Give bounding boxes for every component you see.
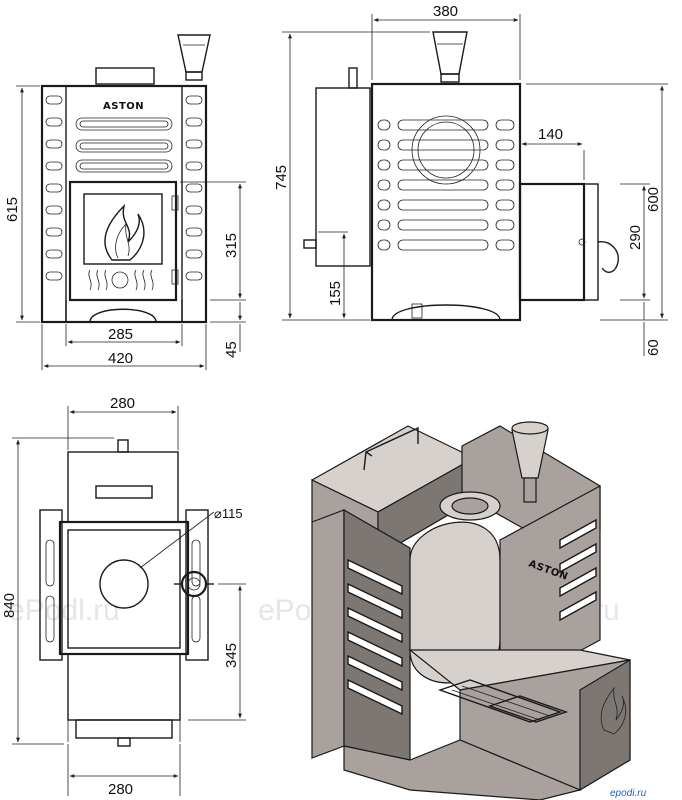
side-slot xyxy=(45,595,55,643)
left-outer-panel xyxy=(311,509,345,759)
right-side-panel xyxy=(185,509,209,661)
chimney-cone-icon xyxy=(432,31,468,83)
tunnel-door-face xyxy=(579,658,631,792)
tunnel-top xyxy=(67,653,181,721)
left-side-panel xyxy=(41,85,67,323)
dim-label: 290 xyxy=(627,225,644,250)
dim-label: 345 xyxy=(223,643,240,668)
dim-inner-width: 285 xyxy=(65,324,183,346)
top-view: ⌀115 280 840 34 xyxy=(1,395,246,798)
dim-label: 840 xyxy=(1,593,18,618)
dim-label: 280 xyxy=(110,395,135,412)
dim-label: 615 xyxy=(4,197,21,222)
dim-label: 60 xyxy=(645,339,662,356)
side-view: 380 745 140 600 290 60 xyxy=(273,3,668,356)
firebox-door xyxy=(68,180,178,302)
dim-label: 280 xyxy=(108,781,133,798)
base-arch xyxy=(391,304,501,321)
top-inner-plate xyxy=(67,529,181,649)
dim-height-290: 290 xyxy=(620,183,650,301)
tank-top xyxy=(67,451,179,523)
front-slots xyxy=(75,117,173,173)
dim-door-height: 315 xyxy=(180,181,246,301)
side-slot xyxy=(191,539,201,587)
top-body-outline xyxy=(58,520,190,656)
side-body-outline xyxy=(370,82,522,322)
dim-total-height: 745 xyxy=(273,31,430,321)
ash-grate xyxy=(88,269,154,291)
dim-top-width: 280 xyxy=(67,395,179,450)
dim-label: 745 xyxy=(273,165,290,190)
dim-firebox-offset: 140 xyxy=(519,126,585,180)
tank-lid-handle xyxy=(95,485,153,499)
flame-icon-3d xyxy=(600,686,627,735)
chimney-cone-icon xyxy=(177,34,211,81)
dim-flue-offset: 345 xyxy=(188,583,246,721)
grate-bars xyxy=(437,679,569,723)
flame-icon xyxy=(104,203,145,261)
dim-top-width: 380 xyxy=(371,3,521,80)
top-handle xyxy=(95,67,155,85)
dim-bottom-width: 280 xyxy=(67,744,181,798)
dim-label: 155 xyxy=(327,281,344,306)
tank-pipe xyxy=(348,67,358,89)
watermark-text: ePodl.ru xyxy=(8,594,120,627)
tunnel-door xyxy=(583,183,599,301)
brand-logo: ASTON xyxy=(103,101,144,112)
knob-icon xyxy=(174,570,214,598)
dim-overall-height: 615 xyxy=(4,85,40,323)
dim-label: 380 xyxy=(433,3,458,20)
dim-label: ⌀115 xyxy=(214,506,243,521)
side-slots xyxy=(377,119,515,251)
cutaway-3d-view: ASTON xyxy=(310,421,631,800)
tunnel-door-top xyxy=(75,719,173,739)
tank-tap xyxy=(303,239,317,249)
water-tank xyxy=(315,87,371,267)
dim-label: 315 xyxy=(223,233,240,258)
dim-label: 600 xyxy=(645,187,662,212)
flue-leader-line xyxy=(139,511,215,569)
tank-handle xyxy=(363,426,419,471)
side-slots xyxy=(45,95,203,281)
dim-height-155: 155 xyxy=(318,231,348,319)
base-arch xyxy=(65,300,183,323)
side-slot xyxy=(191,595,201,643)
door-hinge xyxy=(171,269,179,285)
dim-height-60: 60 xyxy=(643,302,662,356)
front-view: ASTON xyxy=(4,34,246,370)
dim-depth: 840 xyxy=(1,437,114,745)
door-handle-top xyxy=(117,737,131,747)
floor-plate xyxy=(343,739,582,800)
chimney-cone-icon xyxy=(511,421,549,503)
dim-label: 140 xyxy=(538,126,563,143)
dim-label: 285 xyxy=(108,326,133,343)
dim-height-600: 600 xyxy=(526,83,668,321)
corner-watermark: epodi.ru xyxy=(610,788,647,799)
cutaway-slots xyxy=(347,558,403,716)
door-glass xyxy=(83,193,163,265)
door-hinge xyxy=(171,195,179,211)
flue-collar-inner xyxy=(451,497,489,515)
cutaway-slots-right xyxy=(559,518,597,622)
tank-pipe-top xyxy=(117,439,129,453)
dim-label: 420 xyxy=(108,350,133,367)
dim-label: 45 xyxy=(223,341,240,358)
left-side-panel xyxy=(39,509,63,661)
side-slot xyxy=(45,539,55,587)
door-handle-icon xyxy=(578,238,619,273)
firebox-tunnel xyxy=(518,182,586,302)
right-side-panel xyxy=(181,85,207,323)
ground-bolt xyxy=(411,303,423,319)
dim-overall-width: 420 xyxy=(41,324,207,370)
dim-bottom-clearance: 45 xyxy=(210,302,246,358)
flue-opening xyxy=(99,559,149,609)
